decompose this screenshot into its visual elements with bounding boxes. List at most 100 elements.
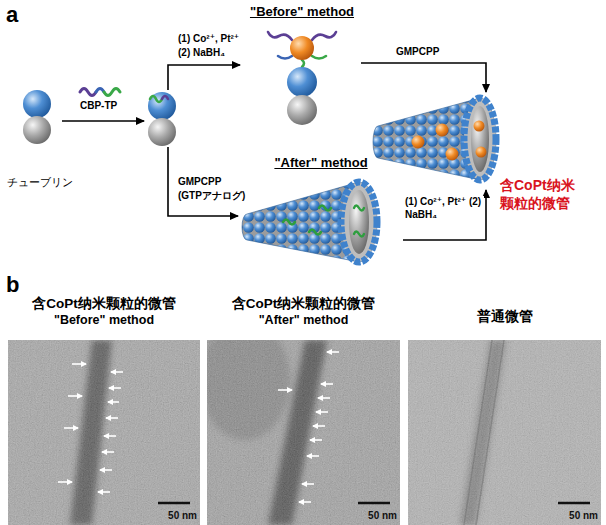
peptide-microtubule bbox=[242, 182, 377, 262]
panel-subtitle: "After" method bbox=[204, 313, 403, 328]
reagent-label: (2) NaBH₄ bbox=[178, 47, 225, 59]
tem-image bbox=[207, 340, 400, 525]
tem-image bbox=[358, 502, 390, 505]
peptide-microtubule bbox=[354, 206, 364, 211]
after-method-node: "After" method bbox=[239, 155, 403, 265]
copt-particle-tubulin bbox=[268, 32, 336, 67]
tem-image bbox=[321, 383, 333, 385]
branch-arrow bbox=[168, 147, 238, 216]
tubulin-dimer bbox=[23, 116, 51, 144]
tubulin-dimer bbox=[23, 90, 51, 118]
tem-image bbox=[98, 491, 110, 493]
copt-microtubule bbox=[373, 98, 496, 180]
peptide-microtubule bbox=[354, 206, 364, 237]
tem-image bbox=[8, 340, 200, 525]
peptide-microtubule bbox=[354, 232, 364, 237]
scale-label: 50 nm bbox=[168, 510, 197, 522]
copt-microtubule bbox=[412, 136, 425, 149]
reagent-label: (1) Co²⁺, Pt²⁺ (2) NaBH₄ bbox=[404, 196, 484, 221]
tem-image bbox=[58, 481, 72, 483]
tem-image bbox=[72, 363, 86, 365]
copt-microtubule bbox=[471, 106, 489, 172]
reagent-label: CBP-TP bbox=[80, 100, 117, 112]
tem-image bbox=[207, 340, 400, 525]
tem-image bbox=[278, 352, 339, 502]
tem-image bbox=[318, 397, 330, 399]
method-title: "After" method bbox=[239, 155, 403, 171]
copt-microtubule bbox=[464, 98, 496, 180]
process-arrow bbox=[403, 190, 486, 240]
cbp-tp-peptide bbox=[80, 89, 96, 96]
microtubule-node: 含CoPt纳米颗粒的微管 bbox=[372, 92, 512, 190]
copt-microtubule bbox=[446, 148, 459, 161]
tem-image bbox=[100, 469, 112, 471]
peptide-tubulin bbox=[148, 118, 176, 146]
tem-image bbox=[313, 425, 325, 427]
tem-panel: 含CoPt纳米颗粒的微管"Before" method 50 nm bbox=[5, 296, 203, 525]
tem-panel: 普通微管 50 nm bbox=[405, 296, 604, 525]
peptide-tubulin bbox=[150, 96, 162, 102]
tem-image bbox=[64, 427, 78, 429]
tem-image bbox=[102, 451, 114, 453]
tem-image bbox=[104, 435, 116, 437]
tubulin-dimer bbox=[23, 90, 51, 144]
peptide-microtubule bbox=[349, 190, 369, 254]
tem-image bbox=[109, 387, 121, 389]
tem-image bbox=[8, 340, 200, 525]
peptide-tubulin bbox=[148, 92, 176, 146]
panel-letter: b bbox=[6, 272, 19, 298]
tem-image bbox=[307, 455, 319, 457]
copt-particle-tubulin bbox=[278, 56, 292, 59]
tem-image bbox=[58, 364, 123, 492]
tem-image bbox=[106, 417, 118, 419]
copt-particle-tubulin bbox=[312, 56, 326, 59]
tem-image bbox=[558, 502, 590, 505]
peptide-microtubule bbox=[309, 230, 321, 235]
panel-letter: a bbox=[6, 2, 18, 28]
tem-image bbox=[158, 502, 190, 505]
branch-arrow bbox=[168, 65, 240, 90]
cbp-tp-peptide bbox=[80, 89, 120, 96]
copt-particle-tubulin bbox=[268, 32, 292, 40]
reagent-label: (GTPアナログ) bbox=[178, 190, 245, 202]
copt-microtubule bbox=[436, 124, 449, 137]
before-method-node: "Before" method bbox=[243, 4, 361, 126]
process-arrow bbox=[361, 63, 486, 92]
copt-microtubule bbox=[476, 147, 487, 158]
tem-image bbox=[310, 439, 322, 441]
panel-title: 普通微管 bbox=[405, 309, 604, 325]
copt-microtubule bbox=[373, 98, 496, 180]
copt-particle-tubulin bbox=[290, 36, 314, 60]
tubulin-label: チューブリン bbox=[2, 176, 78, 189]
copt-particle-tubulin bbox=[287, 67, 317, 97]
peptide-tubulin bbox=[148, 92, 176, 120]
peptide-microtubule bbox=[242, 182, 377, 262]
scale-label: 50 nm bbox=[569, 510, 598, 522]
panel-subtitle: "Before" method bbox=[5, 313, 203, 328]
panel-title: 含CoPt纳米颗粒的微管 bbox=[5, 296, 203, 312]
scale-label: 50 nm bbox=[368, 510, 397, 522]
tem-image bbox=[316, 411, 328, 413]
cbp-tp-peptide bbox=[104, 89, 120, 96]
product-label: 含CoPt纳米颗粒的微管 bbox=[500, 176, 584, 212]
copt-particle-tubulin bbox=[302, 60, 304, 67]
tubulin-node: チューブリン bbox=[2, 86, 78, 192]
tem-image bbox=[408, 340, 601, 525]
copt-microtubule bbox=[474, 121, 485, 132]
peptide-microtubule bbox=[283, 220, 295, 225]
reaction-arrow bbox=[62, 120, 144, 122]
tem-image bbox=[111, 371, 123, 373]
tem-image bbox=[207, 340, 400, 525]
tem-image bbox=[408, 340, 601, 525]
reagent-label: (1) Co²⁺, Pt²⁺ bbox=[178, 33, 239, 45]
peptide-microtubule bbox=[341, 182, 377, 262]
tem-image bbox=[327, 351, 339, 353]
tem-panel: 含CoPt纳米颗粒的微管"After" method50 nm bbox=[204, 296, 403, 525]
tem-image bbox=[68, 395, 82, 397]
tem-image bbox=[8, 340, 200, 525]
copt-particle-tubulin bbox=[312, 32, 336, 40]
tem-image bbox=[302, 483, 314, 485]
peptide-microtubule bbox=[319, 206, 331, 211]
